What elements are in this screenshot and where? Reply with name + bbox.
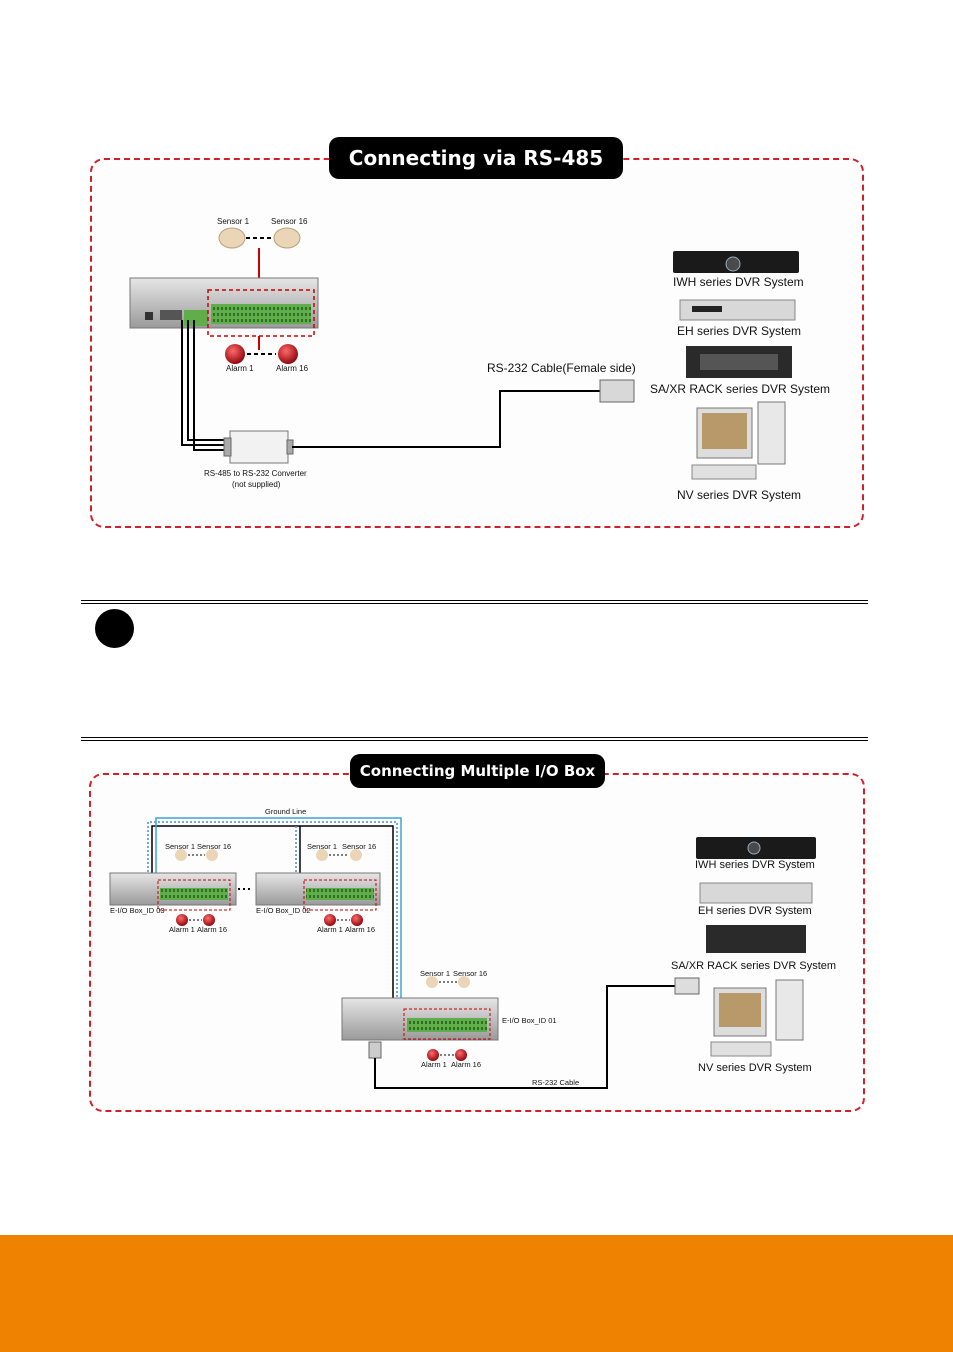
rs232-cable-label: RS-232 Cable(Female side) — [487, 361, 636, 375]
converter-label-line2: (not supplied) — [232, 480, 281, 489]
box1-sensor-1-label: Sensor 1 — [420, 969, 451, 978]
sensor-1-icon — [218, 227, 246, 249]
sensor-1-label: Sensor 1 — [217, 217, 250, 226]
box1-alarm-16-label: Alarm 16 — [451, 1060, 482, 1069]
rs232-connector — [599, 379, 635, 403]
box3-sensor-1-label: Sensor 1 — [165, 842, 196, 851]
alarm-16-label: Alarm 16 — [276, 364, 309, 373]
box1-alarm-1-label: Alarm 1 — [421, 1060, 447, 1069]
alarm-1-icon — [225, 344, 245, 364]
saxr-dvr-2-label: SA/XR RACK series DVR System — [671, 960, 837, 972]
nv-dvr-2-label: NV series DVR System — [698, 1062, 812, 1074]
box1-label: E-I/O Box_ID 01 — [502, 1016, 557, 1025]
alarm-16-icon — [278, 344, 298, 364]
sensor-16-label: Sensor 16 — [271, 217, 308, 226]
iwh-dvr-2-label: IWH series DVR System — [695, 859, 815, 871]
eh-dvr-label: EH series DVR System — [677, 324, 802, 338]
box2-alarm-1-label: Alarm 1 — [317, 925, 343, 934]
note-top-rule — [81, 600, 868, 604]
box3-label: E-I/O Box_ID 03 — [110, 906, 165, 915]
box1-sensor-16-label: Sensor 16 — [453, 969, 488, 978]
eh-dvr-2-label: EH series DVR System — [698, 905, 812, 917]
sensor-16-icon — [273, 227, 301, 249]
note-bottom-rule — [81, 737, 868, 741]
iwh-dvr-label: IWH series DVR System — [673, 275, 804, 289]
note-icon — [95, 609, 134, 648]
nv-dvr-label: NV series DVR System — [677, 488, 802, 502]
eh-dvr-device — [679, 299, 796, 321]
box2-sensor-16-label: Sensor 16 — [342, 842, 377, 851]
box2-label: E-I/O Box_ID 02 — [256, 906, 311, 915]
alarm-1-label: Alarm 1 — [226, 364, 254, 373]
box3-alarm-16-label: Alarm 16 — [197, 925, 228, 934]
nv-tower-device — [757, 401, 786, 465]
converter-label-line1: RS-485 to RS-232 Converter — [204, 469, 307, 478]
multi-box-diagram-title: Connecting Multiple I/O Box — [350, 754, 605, 788]
diagram-graphics — [109, 227, 816, 1089]
converter-device — [229, 430, 289, 464]
box3-alarm-1-label: Alarm 1 — [169, 925, 195, 934]
box2-alarm-16-label: Alarm 16 — [345, 925, 376, 934]
rs485-diagram-title: Connecting via RS-485 — [329, 137, 623, 179]
box2-sensor-1-label: Sensor 1 — [307, 842, 338, 851]
saxr-dvr-label: SA/XR RACK series DVR System — [650, 382, 831, 396]
page-footer-bar — [0, 1235, 953, 1352]
ground-line-label: Ground Line — [265, 807, 307, 816]
rs232-cable-2-label: RS-232 Cable — [532, 1078, 580, 1087]
box3-sensor-16-label: Sensor 16 — [197, 842, 232, 851]
